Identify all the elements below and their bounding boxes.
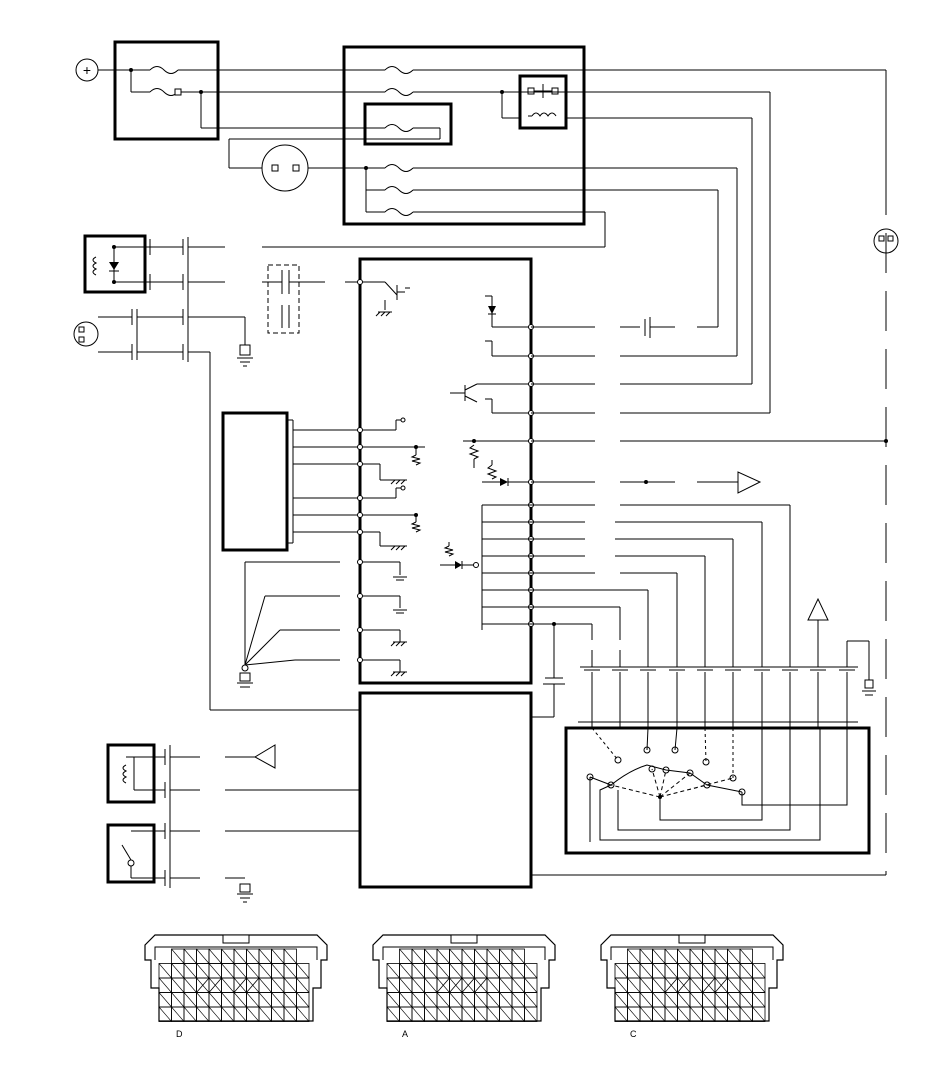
relay-icon bbox=[518, 74, 568, 130]
diode-icon bbox=[440, 561, 479, 569]
diode-icon bbox=[485, 295, 496, 327]
arrow-triangle-icon bbox=[807, 597, 829, 621]
resistor-icon bbox=[410, 447, 422, 466]
transistor-icon bbox=[357, 279, 410, 310]
ground-icon bbox=[390, 545, 407, 551]
sensor-module bbox=[221, 411, 289, 552]
switch-icon bbox=[106, 823, 156, 884]
capacitor-icon bbox=[267, 264, 300, 334]
ecu-module bbox=[358, 257, 533, 685]
fuse-icon bbox=[115, 66, 182, 96]
ground-icon bbox=[862, 679, 876, 696]
pin-connector-icon bbox=[164, 745, 171, 888]
ground-icon bbox=[237, 664, 253, 688]
main-fuse-box bbox=[113, 40, 220, 141]
coil-icon bbox=[106, 743, 156, 804]
pin-connector-icon bbox=[644, 317, 651, 338]
diode-icon bbox=[482, 478, 509, 486]
transistor-icon bbox=[450, 383, 531, 403]
resistor-icon bbox=[410, 515, 422, 533]
connector-a-label: A bbox=[402, 1029, 408, 1039]
relay-icon bbox=[83, 234, 147, 294]
ecu-lower-module bbox=[358, 691, 533, 889]
ground-icon bbox=[390, 479, 407, 485]
connector-c-label: C bbox=[630, 1029, 637, 1039]
resistor-icon bbox=[486, 460, 498, 480]
connector-d-label: D bbox=[176, 1029, 183, 1039]
ground-icon bbox=[237, 344, 253, 367]
arrow-triangle-icon bbox=[737, 471, 762, 494]
resistor-icon bbox=[468, 444, 480, 468]
ground-icon bbox=[237, 883, 253, 903]
power-symbol-label: + bbox=[83, 62, 91, 78]
battery-plus-icon: + bbox=[75, 58, 99, 82]
junction-fuse-box bbox=[342, 45, 586, 226]
pin-connector-icon bbox=[357, 427, 363, 663]
gauge-display-box bbox=[564, 726, 871, 855]
lamp-icon bbox=[73, 321, 99, 347]
ground-icon bbox=[390, 641, 407, 647]
ground-icon bbox=[375, 311, 392, 317]
pin-connector-icon bbox=[149, 237, 189, 362]
capacitor-icon bbox=[543, 677, 565, 685]
pin-connector-icon bbox=[287, 419, 294, 544]
inner-fuse-box bbox=[363, 102, 453, 146]
connector-face-icon bbox=[144, 934, 328, 1022]
ground-icon bbox=[393, 609, 407, 614]
resistor-icon bbox=[443, 542, 455, 557]
arrow-triangle-icon bbox=[253, 744, 276, 769]
gauge-segment-network bbox=[586, 727, 848, 842]
lamp-icon bbox=[873, 228, 899, 254]
lamp-icon bbox=[261, 144, 309, 192]
ground-icon bbox=[390, 671, 407, 677]
connector-face-icon bbox=[600, 934, 784, 1022]
ground-icon bbox=[393, 576, 407, 581]
connector-face-icon bbox=[372, 934, 556, 1022]
fuse-icon bbox=[384, 66, 414, 216]
